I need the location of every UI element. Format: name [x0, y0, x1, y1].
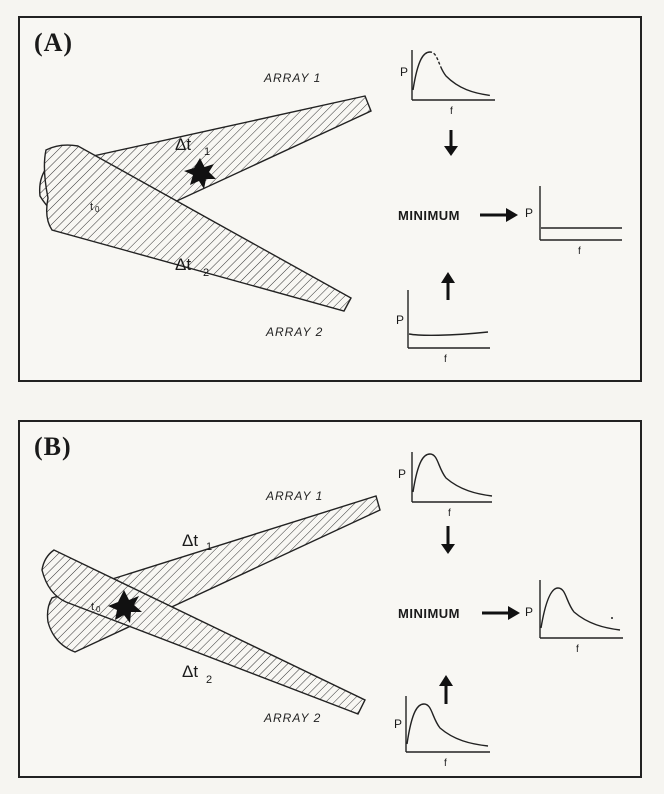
- graph-bottom: P f: [394, 696, 490, 769]
- delta-t2-subscript: 2: [203, 267, 209, 279]
- right-arrow: [480, 208, 518, 222]
- delta-t2-subscript: 2: [206, 674, 212, 686]
- graph-bottom-x-axis: f: [444, 758, 447, 769]
- graph-top-y-axis: P: [398, 467, 406, 481]
- array2-beam: [43, 144, 352, 312]
- graph-bottom-y-axis: P: [394, 717, 402, 731]
- panel-b-diagram: ARRAY 1 ARRAY 2 Δt 1 Δt 2 t 0 P f MINIMU…: [41, 452, 623, 769]
- panel-a: (A) ARRAY 1 ARRAY 2 Δt 1 Δt 2 t 0 P f: [18, 16, 642, 382]
- minimum-label: MINIMUM: [398, 606, 460, 621]
- delta-t2-label: Δt: [175, 255, 191, 274]
- array2-label: ARRAY 2: [263, 711, 321, 725]
- down-arrow: [441, 526, 455, 554]
- graph-result-x-axis: f: [576, 644, 579, 655]
- up-arrow: [441, 272, 455, 300]
- delta-t1-label: Δt: [182, 531, 198, 550]
- panel-label: (B): [34, 432, 72, 461]
- minimum-label: MINIMUM: [398, 208, 460, 223]
- panel-b: (B) ARRAY 1 ARRAY 2 Δt 1 Δt 2 t 0 P f: [18, 420, 642, 778]
- array1-label: ARRAY 1: [265, 489, 323, 503]
- delta-t2-label: Δt: [182, 662, 198, 681]
- panel-a-diagram: ARRAY 1 ARRAY 2 Δt 1 Δt 2 t 0 P f MINIMU…: [38, 50, 622, 365]
- delta-t1-label: Δt: [175, 135, 191, 154]
- t0-subscript: 0: [95, 205, 100, 214]
- panel-label: (A): [34, 28, 74, 57]
- graph-top-x-axis: f: [448, 508, 451, 519]
- t0-label: t: [90, 201, 93, 213]
- graph-result-x-axis: f: [578, 246, 581, 257]
- array2-label: ARRAY 2: [265, 325, 323, 339]
- graph-result-y-axis: P: [525, 605, 533, 619]
- delta-t1-subscript: 1: [204, 146, 210, 158]
- delta-t1-subscript: 1: [206, 541, 212, 553]
- event-star: [108, 590, 142, 623]
- t0-subscript: 0: [96, 605, 101, 614]
- graph-bottom: P f: [396, 290, 490, 365]
- graph-top: P f: [400, 50, 496, 117]
- right-arrow: [482, 606, 520, 620]
- graph-top: P f: [398, 452, 493, 519]
- graph-result: P f: [525, 580, 623, 655]
- graph-bottom-y-axis: P: [396, 313, 404, 327]
- array1-label: ARRAY 1: [263, 71, 321, 85]
- down-arrow: [444, 130, 458, 156]
- graph-top-y-axis: P: [400, 65, 408, 79]
- array2-beam: [41, 549, 366, 715]
- graph-result: P f: [525, 186, 622, 257]
- event-star: [184, 158, 216, 189]
- graph-result-y-axis: P: [525, 206, 533, 220]
- t0-label: t: [91, 601, 94, 613]
- graph-bottom-x-axis: f: [444, 354, 447, 365]
- up-arrow: [439, 675, 453, 704]
- graph-top-x-axis: f: [450, 106, 453, 117]
